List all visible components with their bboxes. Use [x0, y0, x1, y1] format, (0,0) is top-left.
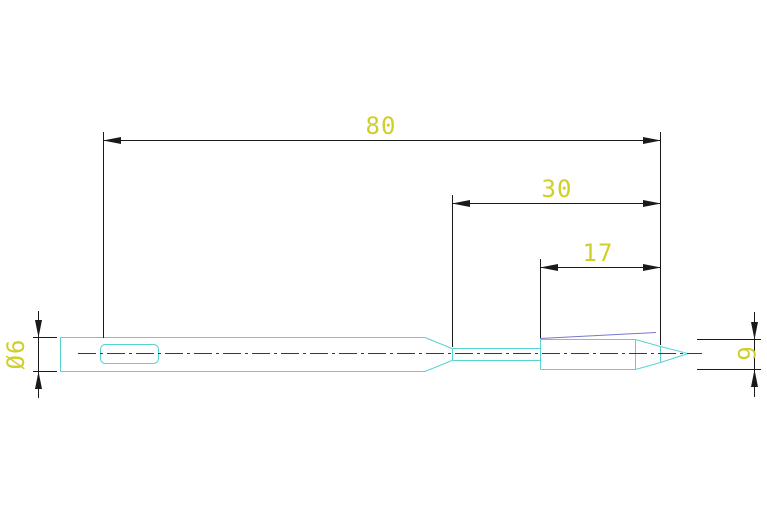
part-tip-point — [660, 346, 690, 363]
dim-30-arrow-right — [643, 200, 661, 207]
part-neck — [452, 348, 540, 361]
dim-text-section-length: 30 — [542, 175, 573, 203]
dim-d6l-arrow-bottom — [35, 371, 42, 389]
dim-d6l-arrow-top — [35, 320, 42, 338]
dim-text-right-diameter: 6 — [732, 346, 760, 361]
dim-d6r-arrow-top — [751, 322, 758, 340]
dim-text-overall-length: 80 — [366, 112, 397, 140]
part-head — [540, 339, 636, 370]
dimension-section-length: 30 — [452, 175, 661, 347]
dim-80-arrow-left — [103, 137, 121, 144]
dim-17-arrow-right — [643, 264, 661, 271]
dimension-head-length: 17 — [540, 239, 661, 338]
part-geometry — [60, 332, 690, 372]
part-shank-outline — [60, 337, 425, 372]
dimension-overall-length: 80 — [103, 112, 661, 345]
dim-17-arrow-left — [540, 264, 558, 271]
part-neck-taper — [424, 337, 453, 372]
dim-d6r-arrow-bottom — [751, 369, 758, 387]
dimension-right-diameter: 6 — [697, 312, 761, 397]
part-tip-chamfer — [635, 339, 661, 370]
dim-text-head-length: 17 — [583, 239, 614, 267]
dim-80-arrow-right — [643, 137, 661, 144]
dim-30-arrow-left — [452, 200, 470, 207]
dimension-left-diameter: Ø6 — [2, 311, 57, 398]
part-flute-line — [539, 332, 657, 339]
dim-text-left-diameter: Ø6 — [2, 339, 30, 370]
